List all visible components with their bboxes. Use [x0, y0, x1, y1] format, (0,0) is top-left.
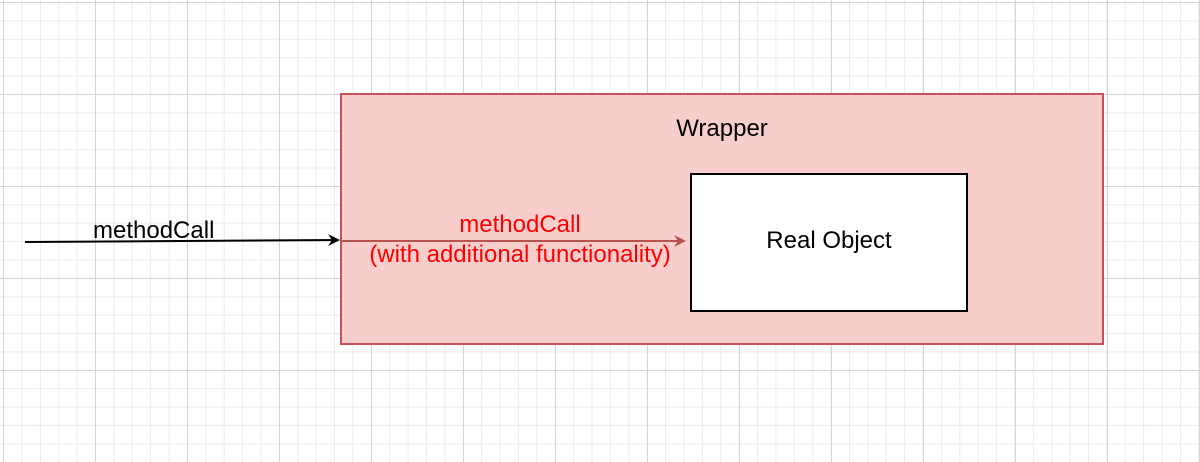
inner-call-label-line2: (with additional functionality) — [369, 241, 671, 268]
real-object-box: Real Object — [690, 173, 968, 312]
real-object-label: Real Object — [766, 226, 892, 254]
inner-call-label: methodCall (with additional functionalit… — [340, 210, 700, 270]
outer-call-label: methodCall — [93, 217, 215, 244]
outer-call-arrow — [24, 234, 340, 247]
wrapper-label: Wrapper — [676, 115, 768, 142]
inner-call-label-line1: methodCall — [459, 211, 581, 238]
